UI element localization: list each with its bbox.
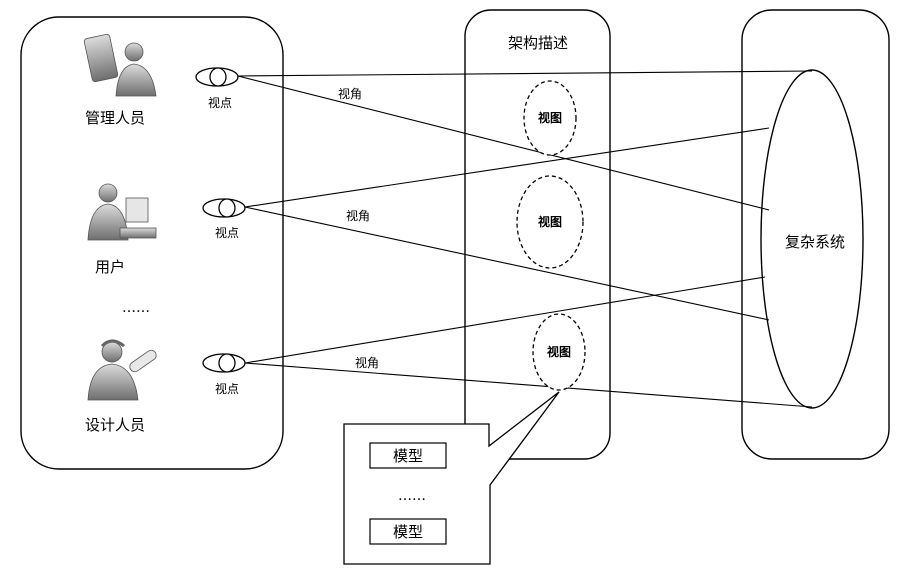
view-line: [244, 206, 770, 321]
model-box: [369, 518, 447, 545]
view-line: [244, 276, 766, 364]
stakeholder-label-designer: 设计人员: [85, 416, 145, 434]
stakeholder-label-user: 用户: [95, 258, 125, 276]
view-angle-label: 视角: [346, 208, 370, 223]
system-panel: [741, 9, 890, 460]
view-ellipse: [532, 313, 586, 391]
manager-person-icon: [83, 33, 157, 97]
model-label: 模型: [393, 447, 423, 465]
stakeholder-ellipsis: ……: [122, 300, 150, 316]
view-lines: [237, 70, 813, 408]
architecture-title: 架构描述: [508, 34, 568, 52]
view-angle-label: 视角: [338, 86, 362, 101]
viewpoint-label: 视点: [215, 225, 239, 240]
stakeholder-panel: [20, 16, 284, 470]
viewpoint-eye-icon: [195, 67, 239, 87]
model-label: 模型: [393, 523, 423, 541]
viewpoint-label: 视点: [215, 381, 239, 396]
viewpoint-eye-icon: [202, 198, 246, 218]
architecture-panel: [464, 9, 611, 460]
designer-person-icon: [87, 339, 157, 401]
view-line: [237, 75, 770, 211]
view-angle-label: 视角: [355, 355, 379, 370]
view-label: 视图: [538, 214, 562, 229]
system-ellipse: [760, 69, 864, 409]
view-ellipse: [516, 175, 584, 269]
view-line: [237, 70, 813, 77]
viewpoint-eye-icon: [202, 353, 246, 373]
viewpoint-label: 视点: [208, 95, 232, 110]
model-box: [369, 442, 447, 469]
view-label: 视图: [547, 344, 571, 359]
user-person-icon: [87, 183, 157, 241]
view-label: 视图: [538, 110, 562, 125]
view-line: [244, 127, 770, 208]
view-line: [244, 362, 813, 408]
stakeholder-label-manager: 管理人员: [85, 109, 145, 127]
system-label: 复杂系统: [785, 233, 845, 251]
model-ellipsis: ……: [398, 488, 426, 504]
view-ellipse: [523, 80, 577, 156]
